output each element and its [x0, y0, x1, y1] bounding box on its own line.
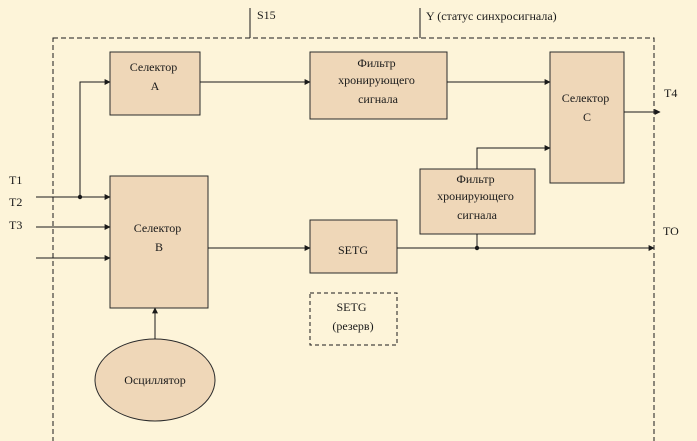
selector-a-text: Селектор A	[130, 60, 181, 93]
filter-top-block	[309, 51, 448, 120]
selector-b-text: Селектор B	[134, 221, 185, 254]
junction-dot	[77, 194, 83, 200]
setg-block	[309, 219, 398, 274]
selector-a-block	[109, 51, 201, 116]
junction-dot	[474, 245, 480, 251]
selector-b-block	[109, 175, 209, 309]
filter-mid-text: Фильтр хронирующего сигнала	[437, 172, 517, 222]
selector-a-input-line	[79, 79, 111, 197]
y-status-label: Y (статус синхросигнала)	[426, 9, 557, 23]
t4-label: T4	[664, 86, 677, 100]
s15-label: S15	[257, 8, 276, 22]
filter-top-text: Фильтр хронирующего сигнала	[338, 56, 418, 106]
filter-mid-to-c-line	[476, 145, 551, 169]
setg-reserve-block	[309, 292, 398, 346]
setg-reserve-text: SETG (резерв)	[332, 300, 373, 333]
t1-label: T1	[9, 173, 22, 187]
to-label: TO	[663, 224, 679, 238]
oscillator-text: Осциллятор	[124, 373, 185, 387]
module-boundary	[52, 37, 655, 441]
t3-label: T3	[9, 218, 22, 232]
selector-c-block	[549, 51, 625, 184]
selector-c-text: Селектор C	[562, 91, 613, 124]
setg-text: SETG	[338, 243, 368, 257]
t2-label: T2	[9, 195, 22, 209]
